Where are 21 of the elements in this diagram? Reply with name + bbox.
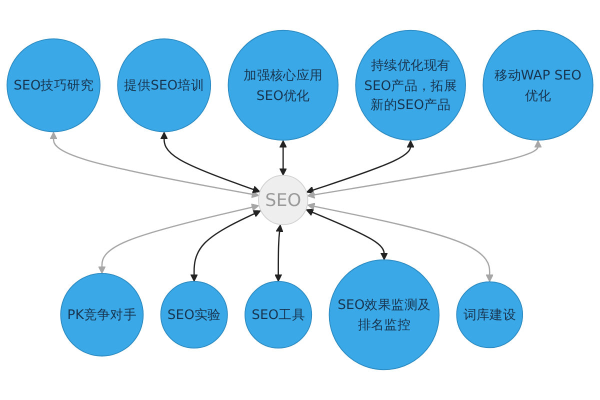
arrow bbox=[306, 208, 388, 260]
node-circle: SEO工具 bbox=[244, 280, 312, 348]
node-circle: 加强核心应用SEO优化 bbox=[228, 30, 338, 141]
arrow bbox=[307, 140, 542, 199]
node-circle: 词库建设 bbox=[456, 281, 524, 348]
node-circle: SEO bbox=[258, 174, 308, 226]
arrow bbox=[98, 204, 260, 274]
node-circle: 移动WAP SEO优化 bbox=[482, 30, 594, 141]
arrow bbox=[279, 140, 287, 176]
node-circle: SEO效果监测及排名监控 bbox=[328, 259, 440, 370]
node-circle: SEO技巧研究 bbox=[6, 38, 100, 132]
arrow bbox=[190, 210, 261, 282]
arrow bbox=[307, 202, 494, 282]
arrow bbox=[306, 140, 414, 194]
node-circle: SEO实验 bbox=[160, 280, 228, 348]
node-circle: PK竞争对手 bbox=[60, 273, 144, 356]
arrow bbox=[274, 224, 284, 282]
node-circle: 提供SEO培训 bbox=[117, 38, 212, 132]
arrow bbox=[50, 132, 260, 198]
arrow bbox=[160, 132, 260, 194]
node-circle: 持续优化现有SEO产品，拓展新的SEO产品 bbox=[355, 30, 466, 141]
